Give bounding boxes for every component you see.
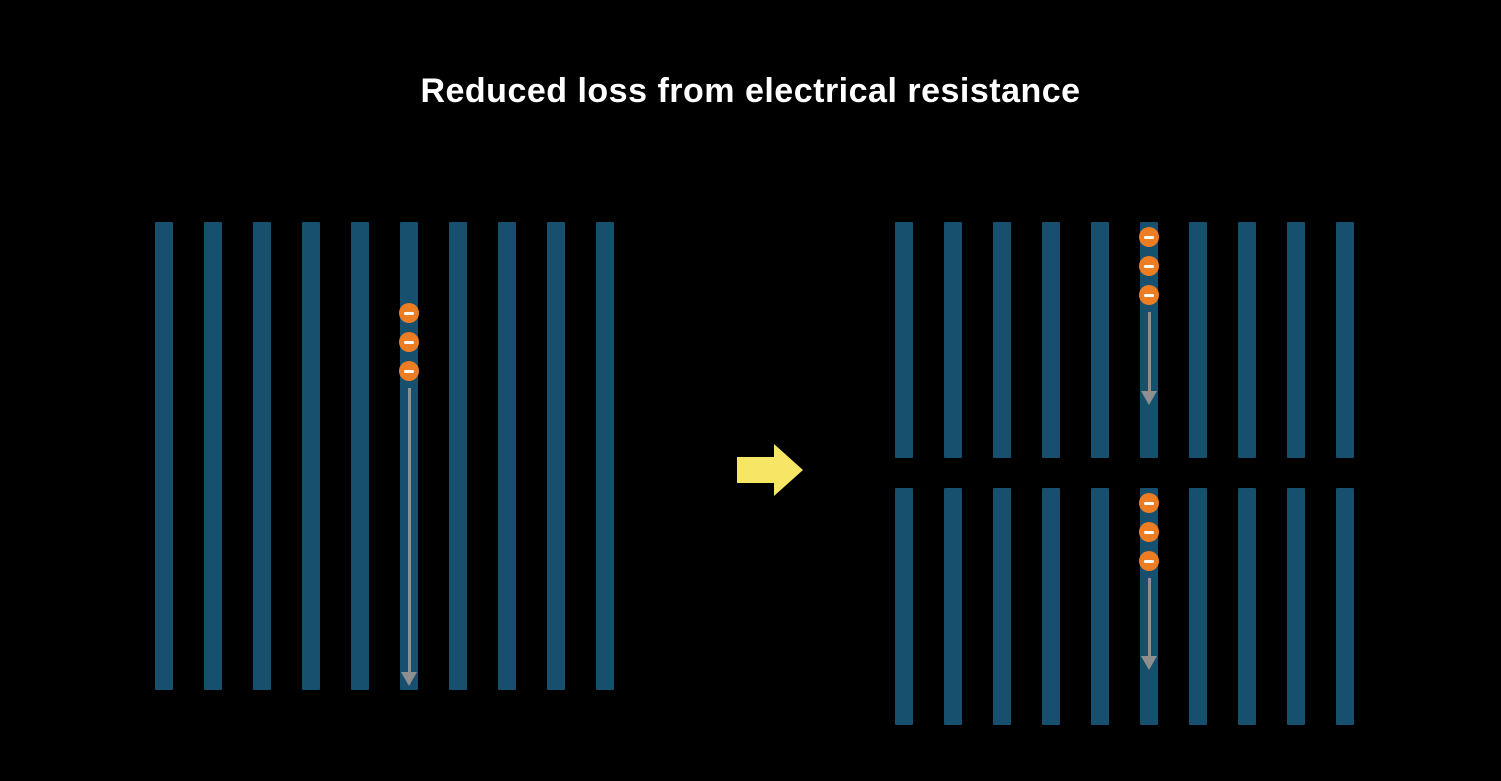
- electron-group: [1139, 493, 1159, 571]
- cell-bar: [155, 222, 173, 690]
- arrow-line: [1147, 578, 1151, 656]
- minus-icon: [1144, 501, 1154, 505]
- half-cell-bottom-panel: [895, 488, 1354, 725]
- cell-bar: [204, 222, 222, 690]
- current-flow-arrow: [1139, 312, 1159, 405]
- arrow-head-icon: [1141, 391, 1157, 405]
- cell-bar: [944, 222, 962, 458]
- transition-arrow-head: [774, 444, 803, 496]
- cell-bar: [993, 222, 1011, 458]
- transition-arrow-icon: [737, 444, 803, 496]
- cell-bar: [1189, 222, 1207, 458]
- current-flow-arrow: [399, 388, 419, 686]
- electron-flow: [1139, 493, 1159, 670]
- electron-group: [399, 303, 419, 381]
- electron-icon: [1139, 493, 1159, 513]
- cell-bar: [1336, 222, 1354, 458]
- cell-bar: [1091, 488, 1109, 725]
- cell-bar: [1042, 488, 1060, 725]
- arrow-head-icon: [1141, 656, 1157, 670]
- cell-bar: [351, 222, 369, 690]
- cell-bar: [1189, 488, 1207, 725]
- cell-bar: [1091, 222, 1109, 458]
- transition-arrow-shaft: [737, 457, 775, 483]
- electron-flow: [399, 303, 419, 686]
- cell-bar: [993, 488, 1011, 725]
- cell-bar: [302, 222, 320, 690]
- cell-bar: [498, 222, 516, 690]
- cell-bar: [596, 222, 614, 690]
- minus-icon: [1144, 559, 1154, 563]
- electron-icon: [1139, 285, 1159, 305]
- minus-icon: [1144, 264, 1154, 268]
- cell-bar-group: [155, 222, 614, 690]
- minus-icon: [404, 369, 414, 373]
- cell-bar: [449, 222, 467, 690]
- current-flow-arrow: [1139, 578, 1159, 670]
- cell-bar-group: [895, 222, 1354, 458]
- full-cell-panel: [155, 222, 614, 690]
- electron-icon: [1139, 256, 1159, 276]
- electron-icon: [399, 332, 419, 352]
- minus-icon: [1144, 530, 1154, 534]
- cell-bar: [253, 222, 271, 690]
- cell-bar: [1042, 222, 1060, 458]
- electron-icon: [1139, 227, 1159, 247]
- minus-icon: [404, 311, 414, 315]
- arrow-head-icon: [401, 672, 417, 686]
- half-cell-top-panel: [895, 222, 1354, 458]
- electron-icon: [399, 303, 419, 323]
- arrow-line: [407, 388, 411, 672]
- cell-bar: [1238, 222, 1256, 458]
- cell-bar: [1287, 222, 1305, 458]
- cell-bar-group: [895, 488, 1354, 725]
- arrow-line: [1147, 312, 1151, 391]
- cell-bar: [895, 222, 913, 458]
- minus-icon: [1144, 235, 1154, 239]
- electron-icon: [1139, 551, 1159, 571]
- minus-icon: [404, 340, 414, 344]
- minus-icon: [1144, 293, 1154, 297]
- cell-bar: [547, 222, 565, 690]
- electron-group: [1139, 227, 1159, 305]
- electron-icon: [1139, 522, 1159, 542]
- cell-bar: [944, 488, 962, 725]
- cell-bar: [1287, 488, 1305, 725]
- electron-flow: [1139, 227, 1159, 405]
- electron-icon: [399, 361, 419, 381]
- cell-bar: [1238, 488, 1256, 725]
- cell-bar: [1336, 488, 1354, 725]
- cell-bar: [895, 488, 913, 725]
- diagram-title: Reduced loss from electrical resistance: [420, 72, 1081, 110]
